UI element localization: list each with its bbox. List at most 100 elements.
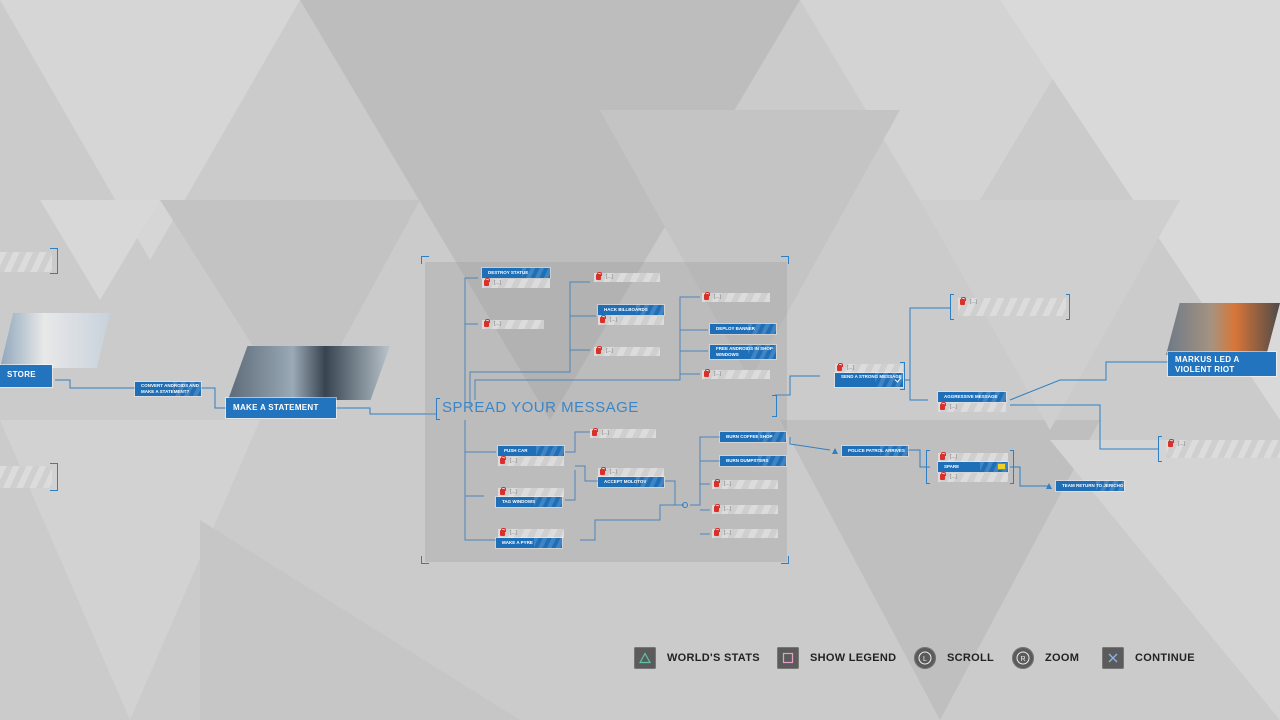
locked-text: [...] <box>610 469 617 475</box>
lock-icon <box>484 278 490 286</box>
markus-riot-label: MARKUS LED A VIOLENT RIOT <box>1175 355 1240 374</box>
zoom-button[interactable]: R ZOOM <box>1012 647 1079 669</box>
cursor-highlight-icon[interactable] <box>997 463 1006 470</box>
send-strong-message-node[interactable]: SEND A STRONG MESSAGE <box>835 373 903 387</box>
store-node[interactable]: STORE <box>0 365 52 387</box>
locked-node-left-top <box>0 252 52 272</box>
bracket-left-top <box>50 248 58 274</box>
locked-destroy-statue-sub: [...] <box>482 278 550 288</box>
lock-icon <box>714 479 720 487</box>
riot-thumbnail <box>1166 303 1280 355</box>
cross-icon <box>1102 647 1124 669</box>
convert-androids-label: CONVERT ANDROIDS AND MAKE A STATEMENT? <box>141 383 199 394</box>
locked-spare-sub: [...] <box>938 472 1008 482</box>
locked-text: [...] <box>510 489 517 495</box>
spare-node[interactable]: SPARE <box>938 462 1008 472</box>
locked-node-t1: [...] <box>482 319 544 329</box>
lock-icon <box>704 292 710 300</box>
burn-coffee-shop-label: BURN COFFEE SHOP <box>726 434 773 439</box>
push-car-label: PUSH CAR <box>504 448 528 453</box>
lock-icon <box>1168 439 1174 447</box>
locked-node-t2: [...] <box>594 272 660 282</box>
scroll-button[interactable]: L SCROLL <box>914 647 994 669</box>
show-legend-label: SHOW LEGEND <box>810 652 897 664</box>
police-patrol-node[interactable]: POLICE PATROL ARRIVES <box>842 446 908 456</box>
lock-icon <box>704 369 710 377</box>
deploy-banner-label: DEPLOY BANNER <box>716 326 755 331</box>
locked-text: [...] <box>602 430 609 436</box>
hack-billboards-node[interactable]: HACK BILLBOARDS <box>598 305 664 315</box>
burn-dumpsters-node[interactable]: BURN DUMPSTERS <box>720 456 786 466</box>
zoom-label: ZOOM <box>1045 652 1080 664</box>
lock-icon <box>940 452 946 460</box>
free-androids-node[interactable]: FREE ANDROIDS IN SHOP WINDOWS <box>710 345 776 359</box>
locked-node-r2: [...] <box>1166 439 1280 458</box>
region-exit-bracket <box>772 395 777 417</box>
region-corner-bl <box>421 556 429 564</box>
lock-icon <box>714 528 720 536</box>
lock-icon <box>484 319 490 327</box>
lock-icon <box>500 528 506 536</box>
aggressive-message-node[interactable]: AGGRESSIVE MESSAGE <box>938 392 1006 402</box>
locked-r1-bracket-r <box>1066 294 1070 320</box>
destroy-statue-label: DESTROY STATUE <box>488 270 529 275</box>
locked-text: [...] <box>494 280 501 286</box>
world-stats-label: WORLD'S STATS <box>667 652 760 664</box>
locked-node-b3: [...] <box>712 504 778 514</box>
make-pyre-node[interactable]: MAKE A PYRE <box>496 538 562 548</box>
locked-node-b1: [...] <box>590 428 656 438</box>
world-stats-button[interactable]: WORLD'S STATS <box>634 647 760 669</box>
region-corner-tr <box>781 256 789 264</box>
aggressive-message-label: AGGRESSIVE MESSAGE <box>944 394 998 399</box>
lock-icon <box>940 472 946 480</box>
lock-icon <box>837 363 843 371</box>
show-legend-button[interactable]: SHOW LEGEND <box>777 647 896 669</box>
locked-r2-bracket-l <box>1158 436 1162 462</box>
lock-icon <box>596 272 602 280</box>
locked-aggressive-sub: [...] <box>938 402 1006 412</box>
locked-text: [...] <box>494 321 501 327</box>
locked-node-b4: [...] <box>712 528 778 538</box>
locked-node-t4: [...] <box>702 292 770 302</box>
lock-icon <box>600 467 606 475</box>
lock-icon <box>592 428 598 436</box>
deploy-banner-node[interactable]: DEPLOY BANNER <box>710 324 776 334</box>
destroy-statue-node[interactable]: DESTROY STATUE <box>482 268 550 278</box>
region-corner-br <box>781 556 789 564</box>
tag-windows-label: TAG WINDOWS <box>502 499 536 504</box>
markus-riot-node[interactable]: MARKUS LED A VIOLENT RIOT <box>1168 352 1276 376</box>
locked-text: [...] <box>724 481 731 487</box>
triangle-marker-icon <box>1046 483 1052 489</box>
locked-text: [...] <box>510 530 517 536</box>
lock-icon <box>960 297 966 305</box>
burn-coffee-shop-node[interactable]: BURN COFFEE SHOP <box>720 432 786 442</box>
locked-r1-bracket-l <box>950 294 954 320</box>
make-statement-node[interactable]: MAKE A STATEMENT <box>226 398 336 418</box>
locked-text: [...] <box>970 299 977 305</box>
lock-icon <box>500 456 506 464</box>
continue-button[interactable]: CONTINUE <box>1102 647 1195 669</box>
bracket-left-bottom <box>50 463 58 491</box>
spare-bracket-r <box>1010 450 1014 484</box>
statement-thumbnail <box>228 346 390 400</box>
locked-text: [...] <box>724 506 731 512</box>
accept-molotov-node[interactable]: ACCEPT MOLOTOV <box>598 477 664 487</box>
locked-text: [...] <box>950 404 957 410</box>
send-message-bracket <box>900 362 905 390</box>
lock-icon <box>940 402 946 410</box>
locked-text: [...] <box>714 294 721 300</box>
push-car-node[interactable]: PUSH CAR <box>498 446 564 456</box>
lock-icon <box>596 346 602 354</box>
r-stick-icon: R <box>1012 647 1034 669</box>
continue-label: CONTINUE <box>1135 652 1195 664</box>
convert-androids-node[interactable]: CONVERT ANDROIDS AND MAKE A STATEMENT? <box>135 382 201 396</box>
team-return-node[interactable]: TEAM RETURN TO JERICHO <box>1056 481 1124 491</box>
tag-windows-node[interactable]: TAG WINDOWS <box>496 497 562 507</box>
locked-node-left-bottom <box>0 466 52 488</box>
svg-text:R: R <box>1020 656 1025 663</box>
make-statement-label: MAKE A STATEMENT <box>233 403 319 412</box>
triangle-icon <box>634 647 656 669</box>
square-icon <box>777 647 799 669</box>
store-label: STORE <box>7 370 36 379</box>
